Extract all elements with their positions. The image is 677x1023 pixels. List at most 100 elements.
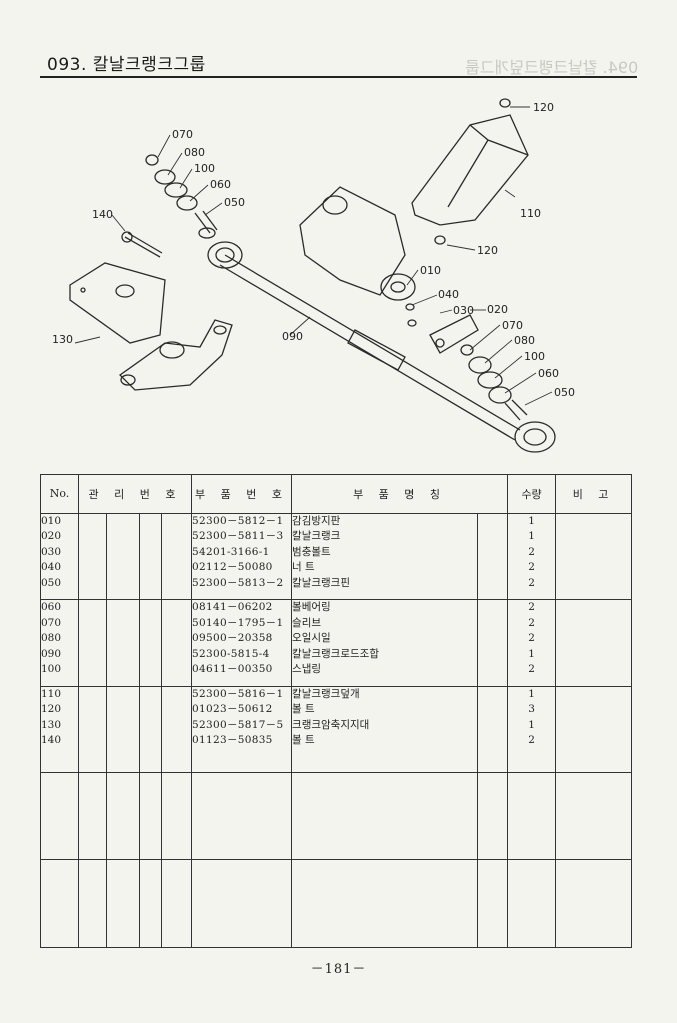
row-qty: 2 <box>528 616 535 629</box>
callout-090: 090 <box>282 330 303 343</box>
row-part-no: 01023－50612 <box>192 703 273 716</box>
table-group-empty <box>40 771 633 861</box>
row-no: 040 <box>41 561 62 574</box>
row-no: 080 <box>41 632 62 645</box>
row-part-no: 52300－5813－2 <box>192 576 284 589</box>
row-qty: 2 <box>528 734 535 747</box>
page-number: －181－ <box>310 962 367 977</box>
bolt-140 <box>124 232 163 258</box>
row-part-no: 02112－50080 <box>192 561 273 574</box>
parts-table: No. 관 리 번 호 부 품 번 호 부 품 명 칭 수량 비 고 010 02… <box>40 474 633 948</box>
callout-020: 020 <box>487 303 508 316</box>
row-qty: 2 <box>528 663 535 676</box>
row-no: 060 <box>41 601 62 614</box>
row-no: 140 <box>41 734 62 747</box>
callout-080-left: 080 <box>184 146 205 159</box>
callout-080-right: 080 <box>514 334 535 347</box>
callout-130: 130 <box>52 333 73 346</box>
row-part-name: 칼날크랭크덮개 <box>292 687 360 700</box>
callout-030: 030 <box>453 304 474 317</box>
cover-110 <box>411 114 529 226</box>
row-part-no: 52300－5817－5 <box>192 718 284 731</box>
row-qty: 2 <box>528 601 535 614</box>
row-part-no: 52300-5815-4 <box>192 647 270 660</box>
row-part-name: 볼 트 <box>292 703 315 716</box>
callout-070-right: 070 <box>502 319 523 332</box>
header-no: No. <box>40 474 79 514</box>
header-part-name: 부 품 명 칭 <box>291 474 509 514</box>
header-part-no: 부 품 번 호 <box>191 474 293 514</box>
row-part-name: 칼날크랭크핀 <box>292 576 351 589</box>
row-qty: 2 <box>528 576 535 589</box>
row-qty: 1 <box>528 718 535 731</box>
pin-050-right <box>504 399 528 421</box>
row-part-no: 52300－5812－1 <box>192 514 284 527</box>
bearing-060-left <box>176 195 198 211</box>
callout-050-right: 050 <box>554 386 575 399</box>
seal-080-left <box>154 169 176 185</box>
callout-140: 140 <box>92 208 113 221</box>
crank-020 <box>429 314 479 354</box>
row-part-name: 스냅링 <box>292 663 322 676</box>
crank-arm-left <box>118 319 233 391</box>
row-part-name: 오일시일 <box>292 632 331 645</box>
header-mgmt-no: 관 리 번 호 <box>77 474 193 514</box>
row-no: 100 <box>41 663 62 676</box>
row-qty: 3 <box>528 703 535 716</box>
row-part-name: 감김방지판 <box>292 514 341 527</box>
table-header-row: No. 관 리 번 호 부 품 번 호 부 품 명 칭 수량 비 고 <box>40 474 633 514</box>
row-qty: 1 <box>528 514 535 527</box>
snap-100-left <box>164 182 188 198</box>
callout-100-left: 100 <box>194 162 215 175</box>
header-qty: 수량 <box>507 474 557 514</box>
header-note: 비 고 <box>555 474 633 514</box>
row-part-no: 04611－00350 <box>192 663 273 676</box>
row-part-name: 볼 트 <box>292 734 315 747</box>
row-part-name: 볼베어링 <box>292 601 331 614</box>
row-no: 110 <box>41 687 62 700</box>
row-part-no: 52300－5816－1 <box>192 687 284 700</box>
row-qty: 2 <box>528 561 535 574</box>
housing <box>299 186 406 296</box>
callout-060-left: 060 <box>210 178 231 191</box>
row-no: 030 <box>41 545 62 558</box>
row-part-name: 범충볼트 <box>292 545 331 558</box>
row-part-no: 09500－20358 <box>192 632 273 645</box>
row-part-name: 크랭크암축지지대 <box>292 718 370 731</box>
row-part-name: 너 트 <box>292 561 315 574</box>
callout-110: 110 <box>520 207 541 220</box>
seal-080-right <box>468 356 492 374</box>
title-divider <box>40 76 637 78</box>
callout-120-top: 120 <box>533 101 554 114</box>
row-part-no: 01123－50835 <box>192 734 273 747</box>
row-qty: 1 <box>528 530 535 543</box>
row-qty: 2 <box>528 545 535 558</box>
row-no: 020 <box>41 530 62 543</box>
row-part-no: 54201-3166-1 <box>192 545 270 558</box>
callout-060-right: 060 <box>538 367 559 380</box>
row-part-name: 칼날크랭크로드조합 <box>292 647 379 660</box>
plate-010 <box>380 273 416 301</box>
callout-100-right: 100 <box>524 350 545 363</box>
row-part-no: 08141－06202 <box>192 601 273 614</box>
row-no: 070 <box>41 616 62 629</box>
exploded-parts-diagram: 070 080 100 060 050 140 130 090 120 110 … <box>52 98 575 453</box>
callout-010: 010 <box>420 264 441 277</box>
row-no: 120 <box>41 703 62 716</box>
callout-070-left: 070 <box>172 128 193 141</box>
row-part-no: 52300－5811－3 <box>192 530 284 543</box>
sleeve-070-left <box>145 154 159 166</box>
page-title: 093. 칼날크랭크그룹 <box>47 55 206 75</box>
row-part-name: 칼날크랭크 <box>292 530 341 543</box>
table-group-empty <box>40 859 633 948</box>
row-no: 010 <box>41 514 62 527</box>
callout-040: 040 <box>438 288 459 301</box>
row-no: 090 <box>41 647 62 660</box>
bearing-060-right <box>488 386 512 404</box>
crank-rod-090 <box>219 254 521 441</box>
row-part-name: 슬리브 <box>292 616 322 629</box>
row-qty: 1 <box>528 647 535 660</box>
